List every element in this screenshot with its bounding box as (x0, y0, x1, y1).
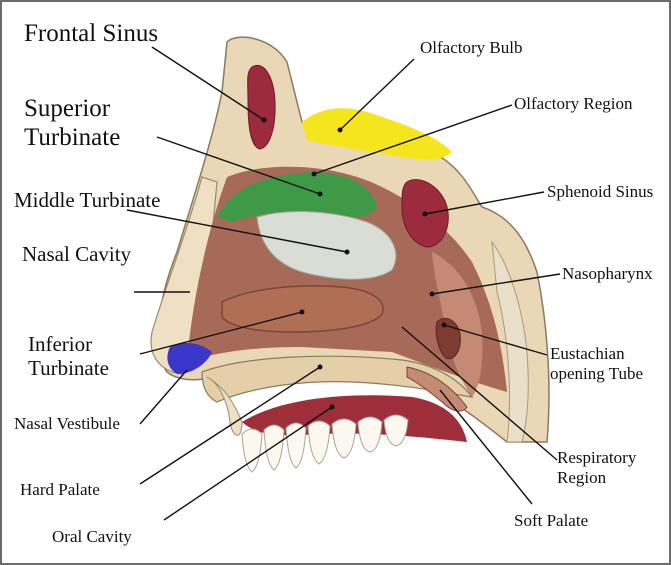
label-olfactory-region: Olfactory Region (514, 94, 633, 114)
dot-oral-cavity (330, 405, 335, 410)
dot-eustachian (442, 323, 447, 328)
label-nasopharynx: Nasopharynx (562, 264, 653, 284)
dot-inferior-turbinate (300, 310, 305, 315)
label-respiratory-region: Respiratory Region (557, 448, 636, 487)
label-middle-turbinate: Middle Turbinate (14, 188, 160, 212)
label-inferior-turbinate-line1: Inferior (28, 332, 109, 356)
dot-olfactory-bulb (338, 128, 343, 133)
label-inferior-turbinate-line2: Turbinate (28, 356, 109, 380)
label-olfactory-bulb: Olfactory Bulb (420, 38, 522, 58)
label-superior-turbinate: Superior Turbinate (24, 95, 120, 153)
label-hard-palate: Hard Palate (20, 480, 100, 500)
tooth (264, 425, 284, 470)
label-superior-turbinate-line2: Turbinate (24, 124, 120, 153)
tooth (358, 417, 382, 452)
label-oral-cavity: Oral Cavity (52, 527, 132, 547)
dot-hard-palate (318, 365, 323, 370)
label-nasal-vestibule: Nasal Vestibule (14, 414, 120, 434)
label-respiratory-line1: Respiratory (557, 448, 636, 468)
dot-nasopharynx (430, 292, 435, 297)
label-superior-turbinate-line1: Superior (24, 95, 120, 124)
tooth (332, 419, 356, 458)
dot-olfactory-region (312, 172, 317, 177)
label-eustachian-opening-tube: Eustachian opening Tube (550, 344, 643, 383)
inferior-turbinate-shape (222, 286, 383, 332)
label-respiratory-line2: Region (557, 468, 636, 488)
label-soft-palate: Soft Palate (514, 511, 588, 531)
dot-sphenoid-sinus (423, 212, 428, 217)
dot-middle-turbinate (345, 250, 350, 255)
tooth (384, 415, 408, 446)
dot-superior-turbinate (318, 192, 323, 197)
tooth (286, 423, 306, 468)
label-nasal-cavity: Nasal Cavity (22, 242, 131, 266)
leader-nasal-vestibule (140, 370, 187, 424)
label-eustachian-line2: opening Tube (550, 364, 643, 384)
tooth (308, 421, 330, 464)
label-inferior-turbinate: Inferior Turbinate (28, 332, 109, 380)
label-eustachian-line1: Eustachian (550, 344, 643, 364)
label-frontal-sinus: Frontal Sinus (24, 20, 158, 49)
dot-frontal-sinus (262, 118, 267, 123)
label-sphenoid-sinus: Sphenoid Sinus (547, 182, 653, 202)
